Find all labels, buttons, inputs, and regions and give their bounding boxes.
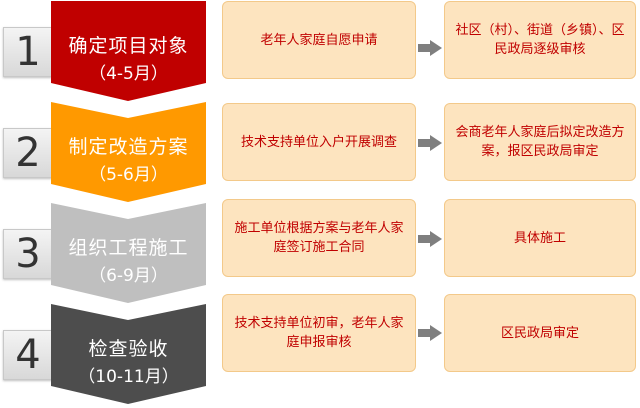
step1-box: 老年人家庭自愿申请 (222, 1, 416, 79)
stage-row-2: 2 制定改造方案 （5-6月） 技术支持单位入户开展调查 会商老年人家庭后拟定改… (0, 102, 640, 202)
chevron-shape (51, 304, 206, 404)
stage-title: 检查验收 (88, 338, 169, 360)
chevron-shape (51, 102, 206, 202)
stage-period: （10-11月） (78, 367, 179, 387)
stage-number-badge: 4 (3, 330, 52, 380)
arrow-right-icon (418, 231, 442, 247)
stage-number-badge: 2 (3, 128, 52, 178)
arrow-right-icon (418, 135, 442, 151)
stage-row-1: 1 确定项目对象 （4-5月） 老年人家庭自愿申请 社区（村）、街道（乡镇）、区… (0, 1, 640, 101)
step2-box: 社区（村）、街道（乡镇）、区民政局逐级审核 (444, 1, 636, 79)
stage-chevron: 检查验收 （10-11月） (51, 304, 206, 404)
stage-title: 组织工程施工 (68, 237, 189, 259)
stage-chevron: 确定项目对象 （4-5月） (51, 1, 206, 101)
stage-period: （4-5月） (89, 64, 168, 84)
arrow-right-icon (418, 325, 442, 341)
chevron-shape (51, 1, 206, 101)
stage-row-4: 4 检查验收 （10-11月） 技术支持单位初审，老年人家庭申报审核 区民政局审… (0, 294, 640, 404)
step1-box: 技术支持单位入户开展调查 (222, 103, 416, 181)
stage-period: （6-9月） (89, 266, 168, 286)
arrow-right-icon (418, 40, 442, 56)
stage-title: 制定改造方案 (68, 136, 189, 158)
step1-box: 技术支持单位初审，老年人家庭申报审核 (222, 294, 416, 372)
stage-title: 确定项目对象 (68, 35, 189, 57)
stage-chevron: 组织工程施工 （6-9月） (51, 203, 206, 303)
step2-box: 会商老年人家庭后拟定改造方案，报区民政局审定 (444, 103, 636, 181)
stage-number-badge: 1 (3, 27, 52, 77)
stage-chevron: 制定改造方案 （5-6月） (51, 102, 206, 202)
stage-period: （5-6月） (89, 165, 168, 185)
step1-box: 施工单位根据方案与老年人家庭签订施工合同 (222, 199, 416, 277)
stage-row-3: 3 组织工程施工 （6-9月） 施工单位根据方案与老年人家庭签订施工合同 具体施… (0, 199, 640, 303)
step2-box: 具体施工 (444, 199, 636, 277)
stage-number-badge: 3 (3, 229, 52, 279)
chevron-shape (51, 203, 206, 303)
step2-box: 区民政局审定 (444, 294, 636, 372)
